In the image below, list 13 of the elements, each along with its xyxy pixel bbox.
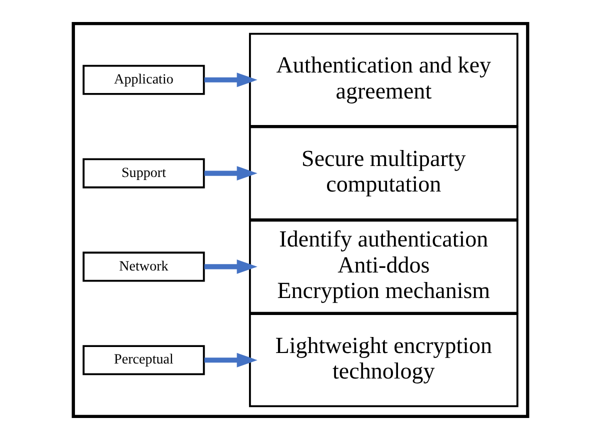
node-box: Lightweight encryption technology (249, 313, 518, 408)
node-box: Support (82, 158, 205, 188)
arrow (204, 166, 258, 180)
cluster (72, 22, 530, 418)
arrow (204, 260, 258, 274)
node-box: Network (82, 252, 205, 282)
node-box: Applicatio (82, 64, 205, 95)
arrow (204, 72, 258, 88)
node-box: Identify authentication Anti-ddos Encryption mechanism (249, 220, 518, 314)
arrow (204, 352, 258, 368)
node-box: Authentication and key agreement (249, 32, 518, 127)
node-box: Secure multiparty computation (249, 126, 518, 220)
node-box: Perceptual (82, 345, 205, 376)
